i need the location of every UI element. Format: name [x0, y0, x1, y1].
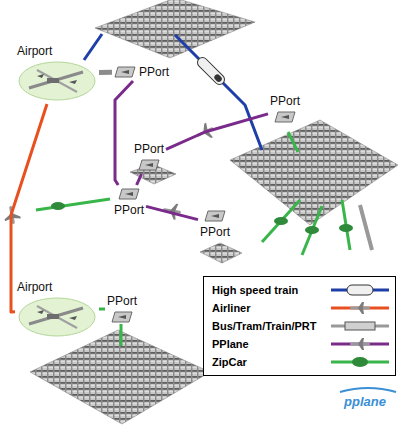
port-icon	[274, 110, 296, 124]
logo-swoosh	[340, 388, 396, 392]
place-node: PPort	[268, 92, 302, 126]
car-icon	[51, 202, 65, 210]
legend-icon	[345, 322, 375, 330]
city	[200, 243, 242, 263]
legend-text: Bus/Tram/Train/PRT	[212, 320, 317, 332]
legend-sample	[331, 337, 389, 351]
legend-icon	[358, 302, 364, 314]
car-line	[262, 200, 300, 242]
runway	[29, 308, 83, 324]
port-pad	[119, 189, 139, 199]
legend-box: High speed trainAirlinerBus/Tram/Train/P…	[203, 276, 396, 376]
plane-mark	[37, 74, 44, 78]
plane-mark	[37, 310, 44, 314]
port-icon	[118, 187, 140, 201]
plane-mark	[118, 315, 126, 319]
train-line	[175, 35, 262, 150]
port-pad	[139, 160, 159, 170]
runway	[37, 306, 77, 328]
city	[95, 0, 255, 58]
legend-sample	[331, 283, 389, 297]
terminal	[47, 314, 59, 319]
car-line	[288, 132, 298, 152]
legend-icon	[347, 285, 373, 295]
city	[130, 164, 176, 184]
place-label: Airport	[17, 280, 52, 294]
port-icon	[138, 158, 160, 172]
legend-row: High speed train	[204, 281, 395, 299]
port-pad	[115, 67, 135, 77]
place-node: PPort	[105, 292, 139, 326]
car-line	[302, 206, 322, 255]
plane-mark	[69, 316, 77, 320]
terminal	[47, 78, 59, 83]
plane-mark	[211, 214, 219, 218]
legend-sample	[331, 301, 389, 315]
car-icon	[305, 226, 319, 234]
plane-mark	[145, 163, 153, 167]
car-icon	[339, 224, 353, 232]
place-node: Airport	[15, 278, 99, 340]
airport-icon	[17, 296, 97, 338]
runway	[29, 72, 83, 88]
legend-sample	[331, 355, 389, 369]
place-node: Airport	[15, 42, 99, 104]
transport-link	[166, 114, 268, 149]
transport-link	[146, 206, 198, 219]
legend-icon	[352, 357, 368, 367]
legend-row: Airliner	[204, 299, 395, 317]
place-label: PPort	[107, 294, 137, 308]
plane-mark	[281, 115, 289, 119]
bus-line	[360, 205, 372, 250]
place-node: PPort	[112, 63, 171, 81]
plane-mark	[121, 70, 129, 74]
place-label: PPort	[134, 142, 164, 156]
legend-row: ZipCar	[204, 353, 395, 371]
legend-row: PPlane	[204, 335, 395, 353]
plane-mark	[69, 80, 77, 84]
plane-mark	[125, 192, 133, 196]
train-icon	[195, 55, 226, 86]
port-pad	[275, 112, 295, 122]
place-label: Airport	[17, 44, 52, 58]
legend-icon	[358, 338, 364, 350]
port-icon	[204, 209, 226, 223]
port-pad	[112, 312, 132, 322]
runway	[37, 70, 77, 92]
port-icon	[114, 65, 136, 79]
car-icon	[274, 217, 288, 225]
port-icon	[111, 310, 133, 324]
legend-text: ZipCar	[212, 356, 247, 368]
transport-link	[99, 70, 112, 75]
rect-shape	[213, 73, 223, 83]
place-node: PPort	[132, 140, 166, 174]
place-label: PPort	[114, 203, 144, 217]
legend-row: Bus/Tram/Train/PRT	[204, 317, 395, 335]
car-line	[120, 324, 123, 346]
train-line	[84, 34, 102, 60]
legend-text: Airliner	[212, 302, 251, 314]
place-label: PPort	[200, 225, 230, 239]
transport-link	[115, 81, 133, 185]
rect-shape	[195, 55, 226, 86]
legend-sample	[331, 319, 389, 333]
transport-link	[137, 174, 142, 185]
logo-text: pplane	[344, 394, 386, 409]
airport-ground	[19, 298, 95, 336]
place-label: PPort	[139, 65, 169, 79]
airport-icon	[17, 60, 97, 102]
car-line	[36, 199, 110, 210]
legend-text: PPlane	[212, 338, 249, 350]
airport-ground	[19, 62, 95, 100]
transport-link	[99, 308, 105, 311]
legend-text: High speed train	[212, 284, 298, 296]
place-node: PPort	[112, 185, 146, 219]
port-pad	[205, 211, 225, 221]
place-node: PPort	[198, 207, 232, 241]
place-label: PPort	[270, 94, 300, 108]
